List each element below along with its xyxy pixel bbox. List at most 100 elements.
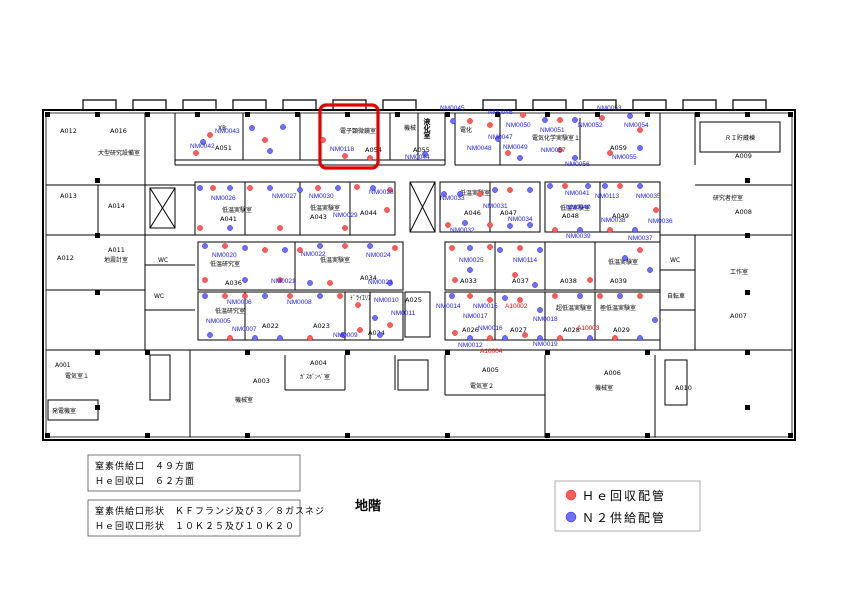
marker-label-nm0025[interactable]: NM0025	[459, 257, 484, 264]
he-return-dot[interactable]	[287, 293, 293, 299]
he-return-dot[interactable]	[637, 127, 643, 133]
he-return-dot[interactable]	[557, 117, 563, 123]
he-return-dot[interactable]	[227, 335, 233, 341]
he-return-dot[interactable]	[557, 147, 563, 153]
marker-label-nm0010[interactable]: NM0010	[374, 297, 399, 304]
he-return-dot[interactable]	[210, 185, 216, 191]
he-return-dot[interactable]	[342, 225, 348, 231]
marker-label-nm0018[interactable]: NM0018	[533, 316, 558, 323]
n2-supply-dot[interactable]	[267, 185, 273, 191]
n2-supply-dot[interactable]	[627, 113, 633, 119]
he-return-dot[interactable]	[367, 155, 373, 161]
marker-label-a10002[interactable]: A10002	[505, 303, 528, 310]
n2-supply-dot[interactable]	[450, 118, 456, 124]
he-return-dot[interactable]	[487, 297, 493, 303]
he-return-dot[interactable]	[355, 302, 361, 308]
he-return-dot[interactable]	[202, 277, 208, 283]
he-return-dot[interactable]	[297, 247, 303, 253]
marker-label-nm0022[interactable]: NM0022	[301, 251, 326, 258]
marker-label-nm0014[interactable]: NM0014	[436, 303, 461, 310]
marker-label-nm0042[interactable]: NM0042	[190, 143, 215, 150]
n2-supply-dot[interactable]	[632, 227, 638, 233]
marker-label-nm0048[interactable]: NM0048	[467, 145, 492, 152]
he-return-dot[interactable]	[357, 327, 363, 333]
he-return-dot[interactable]	[467, 293, 473, 299]
he-return-dot[interactable]	[242, 293, 248, 299]
he-return-dot[interactable]	[327, 280, 333, 286]
n2-supply-dot[interactable]	[617, 293, 623, 299]
he-return-dot[interactable]	[522, 332, 528, 338]
marker-label-nm0044[interactable]: NM0044	[405, 154, 430, 161]
marker-label-nm0016[interactable]: NM0016	[478, 325, 503, 332]
n2-supply-dot[interactable]	[637, 145, 643, 151]
n2-supply-dot[interactable]	[267, 148, 273, 154]
n2-supply-dot[interactable]	[197, 185, 203, 191]
marker-label-nm0054[interactable]: NM0054	[624, 122, 649, 129]
marker-label-nm0038[interactable]: NM0038	[601, 217, 626, 224]
he-return-dot[interactable]	[262, 247, 268, 253]
marker-label-nm0113[interactable]: NM0113	[595, 193, 619, 200]
n2-supply-dot[interactable]	[587, 335, 593, 341]
he-return-dot[interactable]	[247, 185, 253, 191]
marker-label-nm0034[interactable]: NM0034	[508, 216, 533, 223]
he-return-dot[interactable]	[562, 183, 568, 189]
n2-supply-dot[interactable]	[527, 222, 533, 228]
marker-label-nm0049[interactable]: NM0049	[503, 144, 528, 151]
n2-supply-dot[interactable]	[340, 332, 346, 338]
n2-supply-dot[interactable]	[449, 293, 455, 299]
he-return-dot[interactable]	[193, 150, 199, 156]
he-return-dot[interactable]	[384, 207, 390, 213]
marker-label-nm0050[interactable]: NM0050	[506, 122, 531, 129]
marker-label-nm0035[interactable]: NM0035	[636, 193, 661, 200]
marker-label-nm0005[interactable]: NM0005	[206, 318, 231, 325]
n2-supply-dot[interactable]	[517, 155, 523, 161]
n2-supply-dot[interactable]	[502, 335, 508, 341]
n2-supply-dot[interactable]	[422, 151, 428, 157]
he-return-dot[interactable]	[277, 225, 283, 231]
marker-label-nm0023[interactable]: NM0023	[368, 279, 393, 286]
he-return-dot[interactable]	[337, 293, 343, 299]
he-return-dot[interactable]	[637, 247, 643, 253]
he-return-dot[interactable]	[449, 245, 455, 251]
he-return-dot[interactable]	[607, 227, 613, 233]
marker-label-nm0009[interactable]: NM0009	[333, 332, 358, 339]
he-return-dot[interactable]	[507, 187, 513, 193]
marker-label-nm0028[interactable]: NM0028	[369, 189, 394, 196]
marker-label-nm0012[interactable]: NM0012	[458, 342, 483, 349]
marker-label-nm0027[interactable]: NM0027	[272, 193, 297, 200]
he-return-dot[interactable]	[354, 184, 360, 190]
n2-supply-dot[interactable]	[647, 267, 653, 273]
marker-label-nm0017[interactable]: NM0017	[463, 313, 488, 320]
he-return-dot[interactable]	[392, 245, 398, 251]
n2-supply-dot[interactable]	[467, 245, 473, 251]
marker-label-nm0051[interactable]: NM0051	[540, 127, 565, 134]
n2-supply-dot[interactable]	[652, 317, 658, 323]
marker-label-nm0045[interactable]: NM0045	[440, 105, 465, 112]
n2-supply-dot[interactable]	[227, 185, 233, 191]
he-return-dot[interactable]	[597, 293, 603, 299]
n2-supply-dot[interactable]	[585, 183, 591, 189]
n2-supply-dot[interactable]	[242, 245, 248, 251]
he-return-dot[interactable]	[315, 185, 321, 191]
n2-supply-dot[interactable]	[441, 191, 447, 197]
n2-supply-dot[interactable]	[372, 315, 378, 321]
n2-supply-dot[interactable]	[280, 124, 286, 130]
he-return-dot[interactable]	[517, 297, 523, 303]
n2-supply-dot[interactable]	[577, 227, 583, 233]
he-return-dot[interactable]	[477, 191, 483, 197]
he-return-dot[interactable]	[552, 293, 558, 299]
he-return-dot[interactable]	[512, 272, 518, 278]
marker-label-nm0114[interactable]: NM0114	[513, 257, 537, 264]
marker-label-nm0036[interactable]: NM0036	[648, 218, 673, 225]
marker-label-nm0029[interactable]: NM0029	[333, 212, 358, 219]
n2-supply-dot[interactable]	[572, 155, 578, 161]
n2-supply-dot[interactable]	[492, 187, 498, 193]
n2-supply-dot[interactable]	[242, 277, 248, 283]
marker-label-nm0031[interactable]: NM0031	[483, 203, 508, 210]
n2-supply-dot[interactable]	[547, 183, 553, 189]
marker-label-nm0015[interactable]: NM0015	[473, 303, 498, 310]
n2-supply-dot[interactable]	[537, 247, 543, 253]
n2-supply-dot[interactable]	[307, 280, 313, 286]
he-return-dot[interactable]	[599, 115, 605, 121]
he-return-dot[interactable]	[222, 243, 228, 249]
